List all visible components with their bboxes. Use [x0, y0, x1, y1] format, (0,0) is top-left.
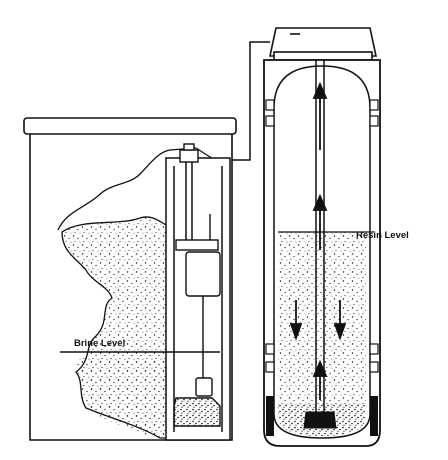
arrow-down-icon	[289, 323, 303, 341]
bottom-distributor	[303, 411, 337, 429]
float-assembly	[173, 214, 221, 427]
brine-tank-lid	[23, 117, 237, 135]
resin-bed	[278, 232, 366, 406]
control-valve	[269, 27, 377, 61]
base-band-right	[370, 396, 378, 436]
brine-tank	[23, 117, 237, 441]
resin-level-label: Resin Level	[356, 230, 409, 241]
arrow-down-icon	[333, 323, 347, 341]
salt-region-lower	[76, 355, 168, 436]
base-band-left	[266, 396, 274, 436]
brine-pickup	[173, 397, 221, 427]
float-bracket	[175, 239, 219, 251]
riser-tube	[315, 60, 325, 412]
float	[185, 251, 221, 297]
brine-valve-head	[179, 143, 199, 163]
arrow-up-icon	[312, 81, 328, 99]
flow-arrows	[289, 81, 347, 400]
brine-well	[165, 157, 231, 441]
check-valve	[195, 377, 213, 397]
arrow-up-icon	[312, 193, 328, 211]
brine-tank-body	[29, 134, 233, 441]
brine-line-pipe	[232, 41, 270, 161]
shell-clips	[265, 99, 379, 373]
brine-level-label: Brine Level	[74, 338, 125, 349]
cutaway-edge	[57, 147, 229, 231]
arrow-up-icon	[312, 359, 328, 377]
